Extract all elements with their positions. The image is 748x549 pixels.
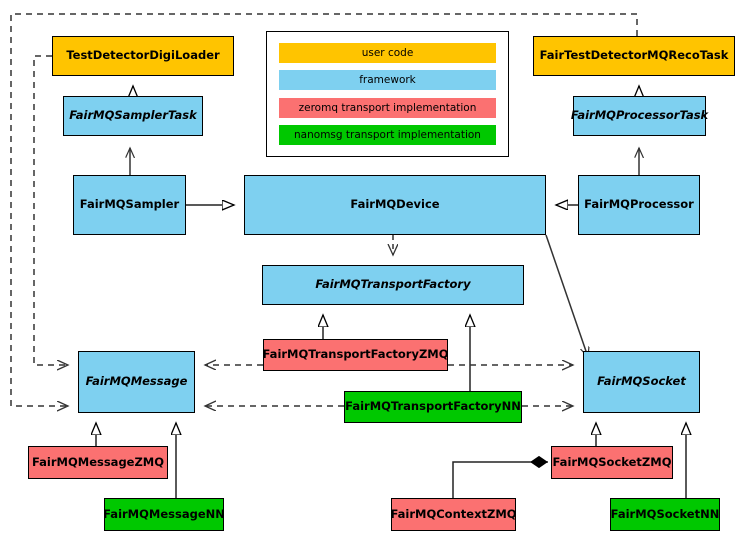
edge-socketzmq-composition-contextzmq xyxy=(452,462,548,498)
class-node-fairmqsocketnn[interactable]: FairMQSocketNN xyxy=(610,498,720,531)
edge-device-to-socket xyxy=(545,234,588,357)
class-node-fairmqsocketzmq[interactable]: FairMQSocketZMQ xyxy=(551,446,673,479)
class-node-fairmqtransportfactory[interactable]: FairMQTransportFactory xyxy=(262,265,524,305)
class-node-fairmqmessage[interactable]: FairMQMessage xyxy=(78,351,195,413)
class-node-fairmqmessagenn[interactable]: FairMQMessageNN xyxy=(103,498,225,531)
legend-row-user-code: user code xyxy=(279,42,496,63)
class-node-fairmqprocessor[interactable]: FairMQProcessor xyxy=(578,175,700,235)
legend-row-nanomsg: nanomsg transport implementation xyxy=(279,125,496,146)
class-node-fairmqmessagezmq[interactable]: FairMQMessageZMQ xyxy=(28,446,168,479)
legend-label-framework: framework xyxy=(359,74,416,87)
legend-label-zeromq: zeromq transport implementation xyxy=(298,101,477,114)
legend-label-nanomsg: nanomsg transport implementation xyxy=(294,129,481,142)
class-node-fairtestdetectormqrecotask[interactable]: FairTestDetectorMQRecoTask xyxy=(533,36,735,76)
legend-box: user code framework zeromq transport imp… xyxy=(266,31,509,157)
class-node-fairmqdevice[interactable]: FairMQDevice xyxy=(244,175,546,235)
legend-row-framework: framework xyxy=(279,70,496,91)
class-node-fairmqcontextzmq[interactable]: FairMQContextZMQ xyxy=(390,498,517,531)
class-node-fairmqprocessortask[interactable]: FairMQProcessorTask xyxy=(571,96,708,136)
legend-label-user-code: user code xyxy=(361,46,414,59)
class-node-fairmqsamplertask[interactable]: FairMQSamplerTask xyxy=(63,96,203,136)
class-node-fairmqtransportfactoryzmq[interactable]: FairMQTransportFactoryZMQ xyxy=(263,339,449,371)
class-node-fairmqtransportfactorynn[interactable]: FairMQTransportFactoryNN xyxy=(344,391,522,423)
class-node-fairmqsocket[interactable]: FairMQSocket xyxy=(583,351,700,413)
legend-row-zeromq: zeromq transport implementation xyxy=(279,97,496,118)
class-node-testdetectordigiloader[interactable]: TestDetectorDigiLoader xyxy=(52,36,234,76)
class-node-fairmqsampler[interactable]: FairMQSampler xyxy=(73,175,186,235)
